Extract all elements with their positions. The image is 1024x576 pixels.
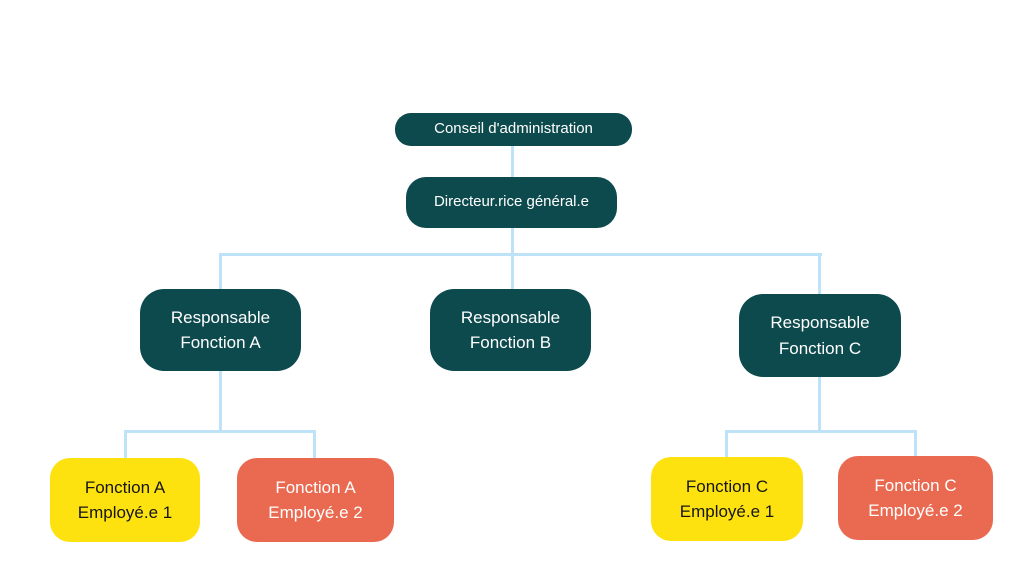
node-resp-a-label-line2: Fonction A	[180, 333, 261, 352]
node-emp-c1-label-line2: Employé.e 1	[679, 502, 775, 521]
node-emp-a2-label-line1: Fonction A	[275, 477, 356, 497]
node-fonction-a-employe-1: Fonction A Employé.e 1	[50, 458, 200, 542]
connector-resp-c-bus	[818, 375, 821, 432]
node-emp-c1-label-line1: Fonction C	[685, 476, 769, 496]
connector-conseil-directeur	[511, 145, 514, 180]
node-fonction-a-employe-2: Fonction A Employé.e 2	[237, 458, 394, 542]
node-emp-a1-label-line2: Employé.e 1	[77, 503, 173, 522]
connector-bus-level2	[219, 253, 822, 256]
node-directeur-label: Directeur.rice général.e	[433, 193, 590, 211]
node-emp-a1-label-line1: Fonction A	[84, 477, 166, 497]
node-responsable-fonction-a: Responsable Fonction A	[140, 289, 301, 371]
node-conseil-administration: Conseil d'administration	[395, 113, 632, 146]
connector-drop-emp-a1	[124, 430, 127, 460]
connector-resp-a-bus	[219, 369, 222, 432]
connector-drop-resp-b	[511, 253, 514, 291]
connector-drop-resp-a	[219, 253, 222, 291]
node-resp-b-label-line2: Fonction B	[469, 333, 552, 352]
connector-directeur-bus	[511, 228, 514, 255]
connector-drop-emp-c1	[725, 430, 728, 459]
connector-bus-team-c	[725, 430, 917, 433]
node-resp-c-label-line1: Responsable	[770, 313, 870, 332]
connector-bus-team-a	[124, 430, 316, 433]
node-responsable-fonction-c: Responsable Fonction C	[739, 294, 901, 377]
node-resp-b-label-line1: Responsable	[460, 307, 561, 327]
connector-drop-resp-c	[818, 253, 821, 296]
node-conseil-label: Conseil d'administration	[434, 120, 593, 138]
node-directeur-general: Directeur.rice général.e	[406, 177, 617, 228]
node-resp-a-label-line1: Responsable	[170, 307, 271, 327]
node-fonction-c-employe-1: Fonction C Employé.e 1	[651, 457, 803, 541]
connector-drop-emp-a2	[313, 430, 316, 460]
node-responsable-fonction-b: Responsable Fonction B	[430, 289, 591, 371]
node-emp-a2-label-line2: Employé.e 2	[268, 503, 363, 522]
node-emp-c2-label-line1: Fonction C	[874, 475, 957, 495]
connector-drop-emp-c2	[914, 430, 917, 458]
node-fonction-c-employe-2: Fonction C Employé.e 2	[838, 456, 993, 540]
node-emp-c2-label-line2: Employé.e 2	[868, 501, 963, 520]
node-resp-c-label-line2: Fonction C	[778, 338, 862, 358]
